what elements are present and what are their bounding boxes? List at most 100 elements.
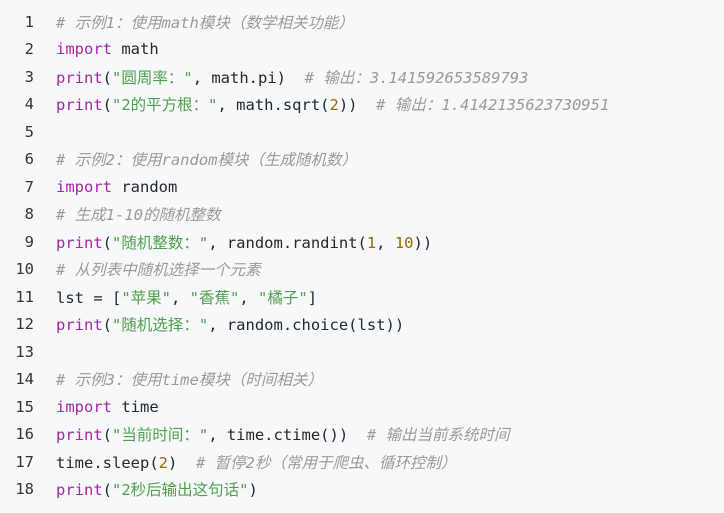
token-plain: (	[102, 68, 113, 87]
token-comment: # 输出：1.4142135623730951	[376, 96, 610, 115]
line-code: print("当前时间：", time.ctime()) # 输出当前系统时间	[34, 423, 510, 445]
token-plain: math	[112, 40, 159, 59]
token-plain: )	[248, 481, 258, 500]
token-comment: # 示例3：使用time模块（时间相关）	[56, 371, 323, 390]
line-code: print("2的平方根：", math.sqrt(2)) # 输出：1.414…	[34, 93, 609, 115]
token-comment: # 示例1：使用math模块（数学相关功能）	[56, 13, 354, 32]
token-plain: ,	[376, 233, 395, 252]
token-plain: ,	[171, 288, 190, 307]
line-code: # 示例2：使用random模块（生成随机数）	[34, 148, 357, 170]
token-string: "圆周率："	[112, 68, 193, 87]
line-number: 1	[24, 12, 34, 31]
token-comment: # 输出当前系统时间	[366, 426, 510, 445]
line-code: # 示例3：使用time模块（时间相关）	[34, 368, 323, 390]
line-code: # 生成1-10的随机整数	[34, 203, 221, 225]
token-builtin: print	[56, 316, 103, 335]
token-string: "随机选择："	[112, 316, 209, 335]
code-line[interactable]: 10 # 从列表中随机选择一个元素	[0, 256, 724, 284]
line-code: print("随机选择：", random.choice(lst))	[34, 313, 404, 335]
token-number: 2	[158, 453, 168, 472]
token-plain: , random.choice(lst))	[208, 316, 405, 335]
code-line[interactable]: 14 # 示例3：使用time模块（时间相关）	[0, 366, 724, 394]
token-plain: (	[102, 426, 113, 445]
token-plain: (	[102, 481, 113, 500]
line-number: 5	[24, 122, 34, 141]
token-builtin: print	[56, 96, 103, 115]
line-number: 4	[24, 95, 34, 114]
token-plain: random	[112, 177, 178, 196]
line-code: # 示例1：使用math模块（数学相关功能）	[34, 11, 354, 33]
token-plain: ))	[338, 96, 377, 115]
token-plain: (	[102, 316, 113, 335]
line-number: 13	[15, 342, 34, 361]
token-comment: # 生成1-10的随机整数	[56, 206, 221, 225]
token-plain: time.sleep(	[56, 453, 159, 472]
token-comment: # 示例2：使用random模块（生成随机数）	[56, 151, 357, 170]
token-string: "苹果"	[121, 288, 171, 307]
token-string: "2秒后输出这句话"	[112, 481, 249, 500]
line-number: 12	[15, 315, 34, 334]
token-plain: ]	[307, 288, 318, 307]
token-number: 1	[366, 233, 377, 252]
token-plain: , random.randint(	[208, 233, 367, 252]
line-number: 9	[24, 232, 34, 251]
line-number: 3	[24, 67, 34, 86]
token-builtin: print	[56, 426, 103, 445]
token-plain: , time.ctime())	[208, 426, 367, 445]
line-code: print("2秒后输出这句话")	[34, 478, 258, 500]
line-number: 15	[15, 397, 34, 416]
code-line[interactable]: 1 # 示例1：使用math模块（数学相关功能）	[0, 8, 724, 36]
token-plain: , math.sqrt(	[217, 96, 330, 115]
line-number: 6	[24, 150, 34, 169]
token-plain: lst = [	[56, 288, 122, 307]
line-code: print("圆周率：", math.pi) # 输出：3.1415926535…	[34, 66, 528, 88]
token-keyword: import	[56, 397, 112, 416]
line-number: 17	[15, 452, 34, 471]
token-string: "香蕉"	[189, 288, 240, 307]
token-string: "当前时间："	[112, 426, 209, 445]
line-code: import math	[34, 40, 159, 58]
token-plain: )	[168, 453, 196, 472]
token-keyword: import	[56, 177, 112, 196]
line-number: 8	[24, 205, 34, 224]
token-string: "随机整数："	[112, 233, 209, 252]
token-plain: (	[102, 233, 113, 252]
line-code: import time	[34, 398, 159, 416]
token-builtin: print	[56, 481, 103, 500]
line-number: 14	[15, 370, 34, 389]
code-line[interactable]: 5	[0, 118, 724, 146]
line-code: print("随机整数：", random.randint(1, 10))	[34, 231, 432, 253]
token-builtin: print	[56, 68, 103, 87]
line-number: 16	[15, 425, 34, 444]
token-plain: ))	[413, 233, 433, 252]
code-line[interactable]: 8 # 生成1-10的随机整数	[0, 201, 724, 229]
code-line[interactable]: 6 # 示例2：使用random模块（生成随机数）	[0, 146, 724, 174]
token-number: 10	[394, 233, 414, 252]
token-keyword: import	[56, 40, 112, 59]
token-plain: , math.pi)	[192, 68, 305, 87]
token-plain: time	[112, 397, 159, 416]
line-code: import random	[34, 178, 177, 196]
token-string: "2的平方根："	[112, 96, 218, 115]
line-number: 2	[24, 40, 34, 59]
line-number: 10	[15, 260, 34, 279]
line-number: 7	[24, 177, 34, 196]
code-line[interactable]: 13	[0, 338, 724, 366]
line-code: lst = ["苹果", "香蕉", "橘子"]	[34, 286, 317, 308]
line-number: 18	[15, 480, 34, 499]
token-string: "橘子"	[258, 288, 308, 307]
token-comment: # 从列表中随机选择一个元素	[56, 261, 261, 280]
token-comment: # 输出：3.141592653589793	[304, 68, 529, 87]
